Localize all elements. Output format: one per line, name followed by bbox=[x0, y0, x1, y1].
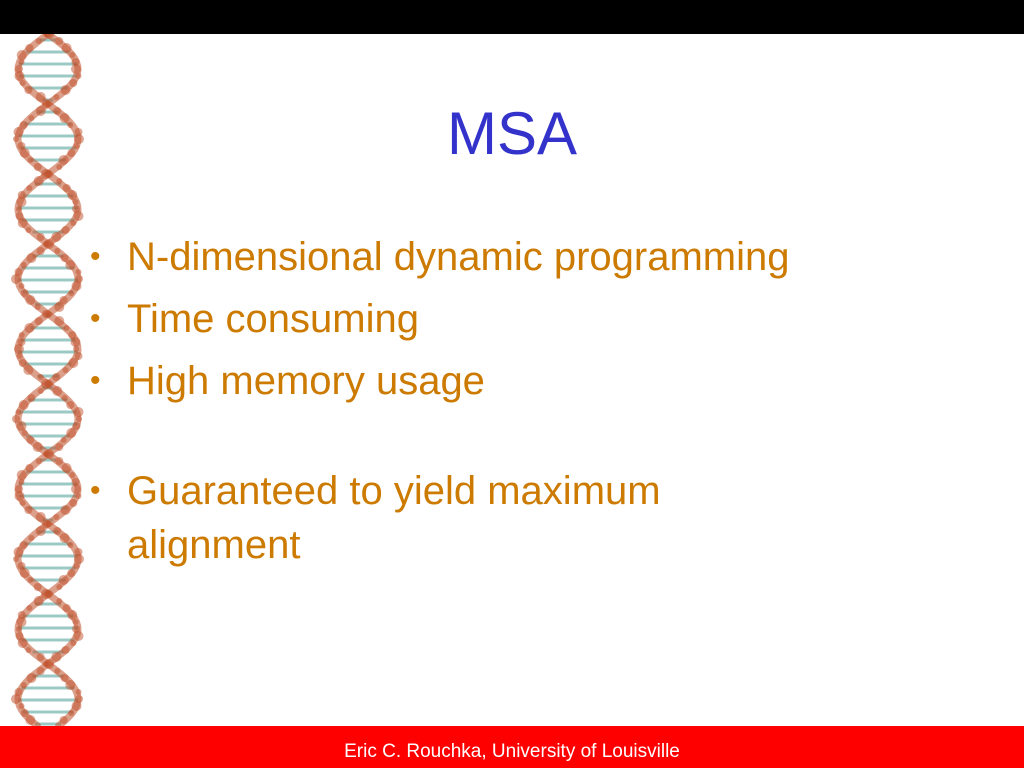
bullet-dot-icon: • bbox=[90, 364, 101, 397]
bullet-dot-icon: • bbox=[90, 302, 101, 335]
bullet-dot-icon: • bbox=[90, 474, 101, 507]
slide-title: MSA bbox=[446, 100, 578, 167]
bullet-item: • Time consuming bbox=[90, 288, 990, 350]
bullet-list: • N-dimensional dynamic programming • Ti… bbox=[90, 226, 990, 572]
footer-text: Eric C. Rouchka, University of Louisvill… bbox=[344, 741, 680, 762]
bullet-item: • High memory usage bbox=[90, 350, 990, 412]
dna-helix-icon bbox=[0, 34, 100, 726]
bullet-dot-icon: • bbox=[90, 240, 101, 273]
bullet-text: N-dimensional dynamic programming bbox=[127, 235, 790, 279]
bullet-text: High memory usage bbox=[127, 359, 485, 403]
bullet-text: Guaranteed to yield maximum alignment bbox=[127, 469, 661, 567]
footer-bar: Eric C. Rouchka, University of Louisvill… bbox=[0, 726, 1024, 768]
bullet-text: Time consuming bbox=[127, 297, 419, 341]
bullet-item: • N-dimensional dynamic programming bbox=[90, 226, 990, 288]
bullet-item: • Guaranteed to yield maximum alignment bbox=[90, 464, 990, 572]
top-bar bbox=[0, 0, 1024, 34]
